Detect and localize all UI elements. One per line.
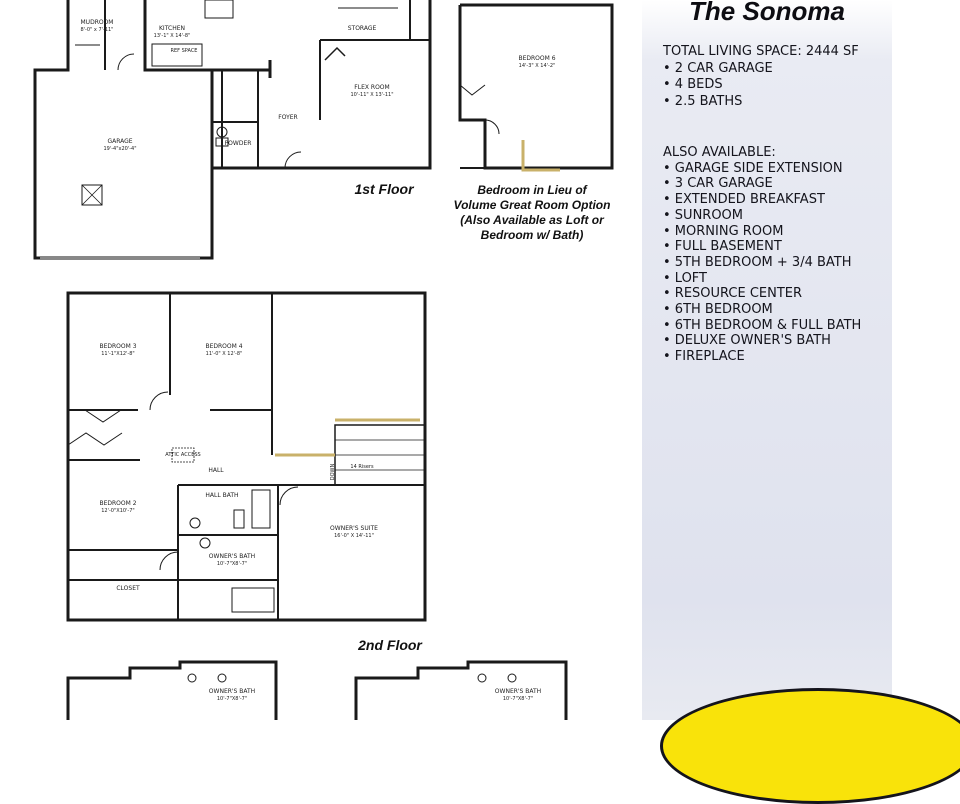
flex-room-label: FLEX ROOM bbox=[354, 84, 389, 91]
option-item: • RESOURCE CENTER bbox=[663, 286, 803, 302]
bedroom6-caption-line4: Bedroom w/ Bath) bbox=[481, 228, 584, 242]
powder-label: POWDER bbox=[225, 140, 252, 147]
owners-suite-label: OWNER'S SUITE bbox=[330, 525, 378, 532]
option-item: • 3 CAR GARAGE bbox=[663, 176, 773, 192]
option-item: • SUNROOM bbox=[663, 207, 744, 223]
kitchen-label: KITCHEN bbox=[159, 25, 185, 32]
ref-space-label: REF SPACE bbox=[171, 48, 198, 54]
bedroom6-dims: 14'-3" X 14'-2" bbox=[519, 63, 556, 69]
option-item: • 5TH BEDROOM + 3/4 BATH bbox=[663, 254, 852, 270]
down-label: DOWN bbox=[330, 464, 336, 481]
option-item: • 6TH BEDROOM bbox=[663, 302, 773, 318]
bedroom3-label: BEDROOM 3 bbox=[99, 343, 136, 350]
floor-plan-drawing: MUDROOM 8'-0" x 7'-11" KITCHEN 13'-1" X … bbox=[33, 0, 614, 720]
bedroom4-dims: 11'-0" X 12'-8" bbox=[206, 351, 243, 357]
kitchen-dims: 13'-1" X 14'-8" bbox=[154, 33, 191, 39]
option-bath1-dims: 10'-7"X8'-7" bbox=[217, 696, 247, 702]
option-item: • FIREPLACE bbox=[663, 349, 745, 365]
feature-beds: • 4 BEDS bbox=[663, 77, 723, 92]
storage-label: STORAGE bbox=[348, 25, 377, 32]
bedroom6-caption-line3: (Also Available as Loft or bbox=[460, 213, 605, 227]
owners-bath-dims: 10'-7"X8'-7" bbox=[217, 561, 247, 567]
bedroom4-label: BEDROOM 4 bbox=[205, 343, 242, 350]
option-bath2-dims: 10'-7"X8'-7" bbox=[503, 696, 533, 702]
mudroom-label: MUDROOM bbox=[81, 19, 114, 26]
feature-garage: • 2 CAR GARAGE bbox=[663, 60, 773, 76]
attic-access-label: ATTIC ACCESS bbox=[165, 452, 200, 458]
second-floor-title: 2nd Floor bbox=[357, 637, 423, 653]
flex-room-dims: 10'-11" X 13'-11" bbox=[350, 92, 393, 98]
bedroom6-caption-line1: Bedroom in Lieu of bbox=[477, 183, 587, 197]
options-heading: ALSO AVAILABLE: bbox=[663, 145, 776, 160]
options-list: ALSO AVAILABLE: • GARAGE SIDE EXTENSION … bbox=[663, 145, 888, 365]
hall-bath-label: HALL BATH bbox=[205, 492, 238, 499]
mudroom-dims: 8'-0" x 7'-11" bbox=[80, 27, 113, 33]
option-item: • DELUXE OWNER'S BATH bbox=[663, 333, 831, 349]
bedroom6-caption-line2: Volume Great Room Option bbox=[454, 198, 611, 212]
first-floor-title: 1st Floor bbox=[354, 181, 415, 197]
closet-label: CLOSET bbox=[116, 585, 140, 592]
living-space: TOTAL LIVING SPACE: 2444 SF bbox=[663, 44, 859, 59]
plan-title: The Sonoma bbox=[688, 0, 845, 26]
foyer-label: FOYER bbox=[278, 114, 297, 121]
garage-dims: 19'-4"x20'-4" bbox=[103, 146, 136, 152]
owners-suite-dims: 16'-0" X 14'-11" bbox=[334, 533, 374, 539]
option-item: • LOFT bbox=[663, 270, 708, 286]
option-bath2-label: OWNER'S BATH bbox=[495, 688, 541, 695]
option-item: • MORNING ROOM bbox=[663, 223, 784, 239]
option-bath1-label: OWNER'S BATH bbox=[209, 688, 255, 695]
option-item: • FULL BASEMENT bbox=[663, 239, 782, 255]
hall-label: HALL bbox=[208, 467, 224, 474]
owners-bath-label: OWNER'S BATH bbox=[209, 553, 255, 560]
risers-label: 14 Risers bbox=[350, 464, 374, 470]
bedroom6-label: BEDROOM 6 bbox=[518, 55, 555, 62]
bedroom6-option-plan bbox=[458, 3, 614, 172]
bedroom2-dims: 12'-0"X10'-7" bbox=[101, 508, 134, 514]
option-item: • EXTENDED BREAKFAST bbox=[663, 192, 825, 208]
option-item: • 6TH BEDROOM & FULL BATH bbox=[663, 317, 862, 333]
bedroom3-dims: 11'-1"X12'-8" bbox=[101, 351, 134, 357]
bedroom2-label: BEDROOM 2 bbox=[99, 500, 136, 507]
builder-logo-badge bbox=[660, 688, 960, 804]
feature-baths: • 2.5 BATHS bbox=[663, 93, 743, 109]
option-item: • GARAGE SIDE EXTENSION bbox=[663, 160, 843, 176]
garage-label: GARAGE bbox=[107, 138, 132, 145]
option-bath-plans bbox=[66, 660, 568, 720]
plan-stats: TOTAL LIVING SPACE: 2444 SF • 2 CAR GARA… bbox=[663, 44, 888, 110]
spec-sidebar: The Sonoma TOTAL LIVING SPACE: 2444 SF •… bbox=[642, 0, 892, 720]
first-floor-plan bbox=[33, 0, 432, 260]
second-floor-plan bbox=[66, 291, 427, 622]
